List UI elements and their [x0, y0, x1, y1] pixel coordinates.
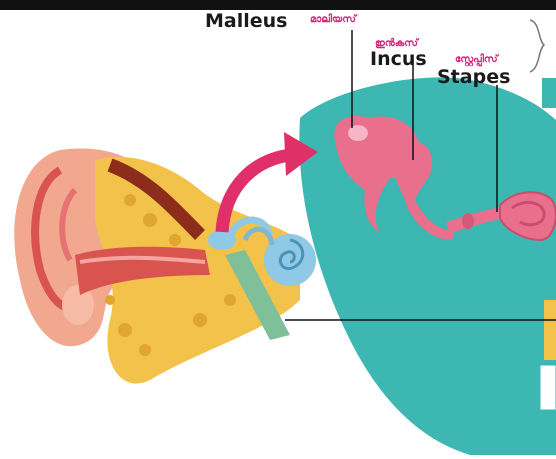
top-cutoff-strip	[0, 0, 556, 10]
label-incus: Incus	[370, 48, 427, 70]
panel-tab-top	[542, 78, 556, 108]
label-malleus-ml: മാലിയസ്	[310, 14, 356, 25]
panel-tab-yellow	[544, 300, 556, 360]
label-malleus: Malleus	[205, 10, 287, 32]
panel-tab-white	[540, 365, 556, 410]
label-stapes-ml: സ്റ്റേപ്പിസ്	[455, 54, 498, 65]
label-stapes: Stapes	[437, 66, 510, 88]
label-bracket	[530, 20, 544, 72]
